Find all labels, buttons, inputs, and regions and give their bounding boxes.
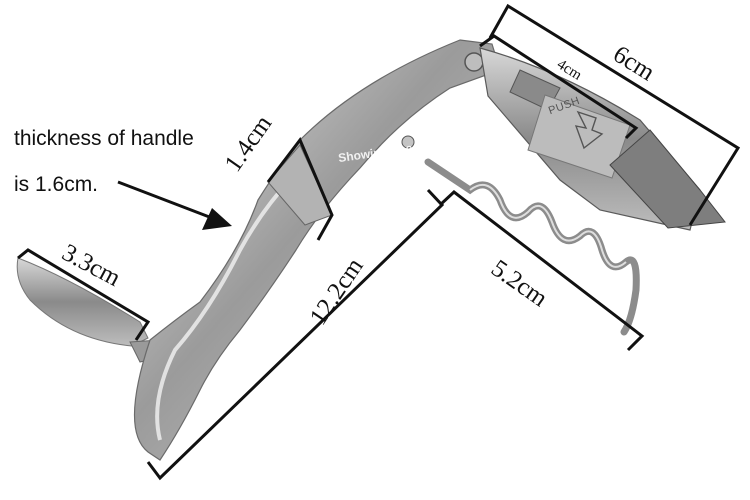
- push-arrow-icon: [574, 110, 604, 150]
- dimension-lines: [17, 3, 741, 481]
- foil-blade: [16, 257, 149, 347]
- screw-rivet: [401, 135, 415, 149]
- dim-line-handle: [146, 188, 445, 481]
- annotation-line-1: thickness of handle: [14, 127, 194, 150]
- handle-highlight: [155, 178, 292, 441]
- lever-tip: [609, 129, 726, 229]
- annotation-line-2: is 1.6cm.: [14, 173, 99, 196]
- dim-line-collar: [266, 137, 334, 241]
- dim-line-lever-inner: [479, 34, 639, 140]
- dim-line-blade: [17, 248, 151, 341]
- dim-line-screw: [438, 190, 645, 352]
- corkscrew-worm-highlight: [469, 183, 627, 268]
- hinge-rivet: [464, 52, 484, 72]
- annotation-arrow-shaft: [117, 180, 213, 220]
- push-panel: [527, 94, 631, 179]
- dim-line-lever-outer: [488, 3, 741, 226]
- annotation-arrow-head: [202, 208, 232, 230]
- corkscrew-handle: [133, 39, 501, 461]
